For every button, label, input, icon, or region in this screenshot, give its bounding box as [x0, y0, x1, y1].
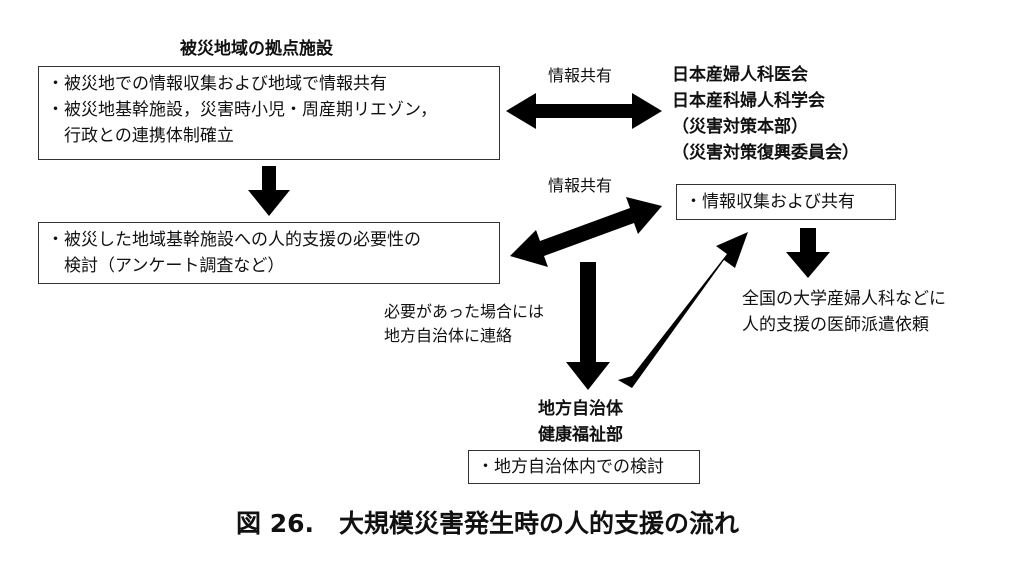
left-hub-box-2-line-1: ・被災した地域基幹施設への人的支援の必要性の	[47, 230, 421, 250]
local-gov-box: ・地方自治体内での検討	[468, 450, 700, 484]
society-box-text: ・情報収集および共有	[685, 192, 855, 212]
arrow-up-diagonal	[618, 232, 748, 388]
dispatch-request: 全国の大学産婦人科などに 人的支援の医師派遣依頼	[742, 286, 946, 338]
left-hub-heading: 被災地域の拠点施設	[180, 39, 333, 59]
dispatch-line-1: 全国の大学産婦人科などに	[742, 289, 946, 309]
left-hub-box-2-line-2: 検討（アンケート調査など）	[47, 256, 285, 276]
society-block: 日本産婦人科医会 日本産科婦人科学会 （災害対策本部） （災害対策復興委員会）	[672, 62, 859, 166]
double-arrow-top	[506, 93, 662, 129]
society-line-4: （災害対策復興委員会）	[672, 143, 859, 163]
arrow-down-local-gov	[566, 262, 610, 390]
figure-caption: 図 26. 大規模災害発生時の人的支援の流れ	[236, 509, 739, 538]
contact-note-line-2: 地方自治体に連絡	[384, 326, 513, 345]
local-gov-line-2: 健康福祉部	[538, 425, 623, 445]
left-hub-box-1-line-3: 行政との連携体制確立	[47, 126, 234, 146]
society-line-2: 日本産科婦人科学会	[672, 91, 825, 111]
left-hub-box-1-line-2: ・被災地基幹施設，災害時小児・周産期リエゾン，	[47, 100, 438, 120]
info-share-label-mid: 情報共有	[548, 176, 613, 195]
left-hub-box-1: ・被災地での情報収集および地域で情報共有 ・被災地基幹施設，災害時小児・周産期リ…	[38, 66, 500, 160]
arrow-down-society	[786, 228, 830, 278]
left-hub-box-2: ・被災した地域基幹施設への人的支援の必要性の 検討（アンケート調査など）	[38, 222, 500, 284]
dispatch-line-2: 人的支援の医師派遣依頼	[742, 315, 929, 335]
local-gov-box-text: ・地方自治体内での検討	[477, 457, 664, 477]
society-box: ・情報収集および共有	[676, 184, 896, 220]
local-gov-heading: 地方自治体 健康福祉部	[538, 396, 623, 448]
double-arrow-mid	[510, 197, 662, 267]
left-hub-box-1-line-1: ・被災地での情報収集および地域で情報共有	[47, 74, 387, 94]
contact-note-line-1: 必要があった場合には	[384, 302, 545, 321]
arrow-down-left	[248, 166, 290, 216]
local-gov-line-1: 地方自治体	[538, 399, 623, 419]
contact-note: 必要があった場合には 地方自治体に連絡	[384, 300, 544, 348]
society-line-1: 日本産婦人科医会	[672, 65, 808, 85]
society-line-3: （災害対策本部）	[672, 117, 808, 137]
info-share-label-top: 情報共有	[548, 66, 613, 85]
